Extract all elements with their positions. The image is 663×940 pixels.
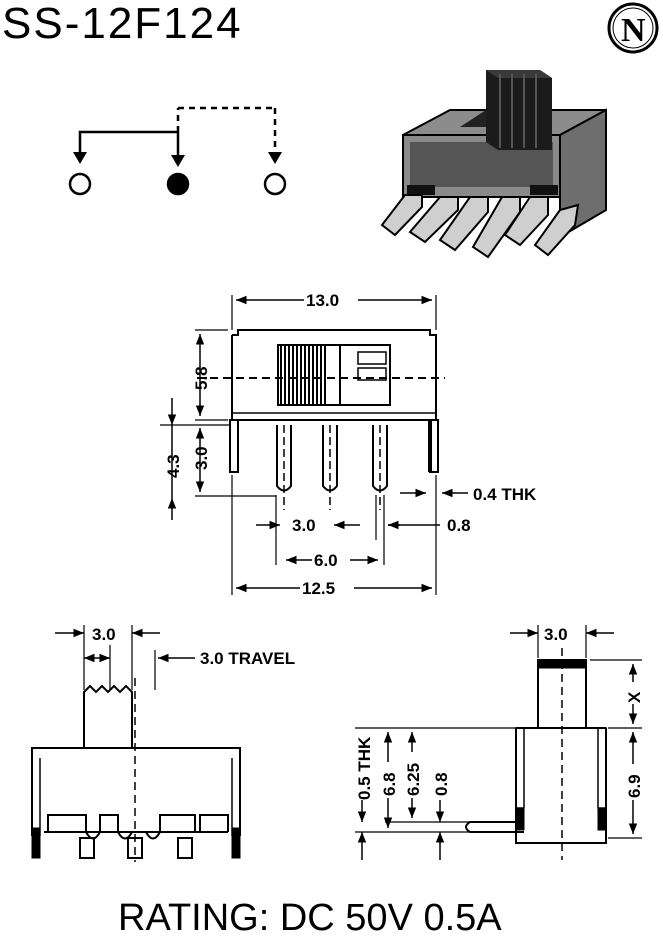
- side-dim-6-25: 6.25: [404, 763, 423, 796]
- side-dim-6-8: 6.8: [380, 772, 399, 796]
- rating-text: RATING: DC 50V 0.5A: [118, 897, 502, 939]
- dim-thickness: 0.4 THK: [473, 485, 537, 504]
- dim-overall-12-5: 12.5: [302, 579, 335, 598]
- side-dim-knob-3-0: 3.0: [544, 625, 568, 644]
- brand-logo: N: [607, 2, 659, 54]
- logo-letter: N: [621, 12, 646, 49]
- side-dim-x: X: [625, 691, 644, 703]
- front-view-labels: 13.0 5.8 3.0 4.3 0.4 THK 3.0 0.8 6.0 12.…: [164, 290, 537, 598]
- top-view-drawing: [31, 625, 241, 862]
- dim-width-13: 13.0: [306, 291, 339, 310]
- dim-knob-3-0: 3.0: [92, 625, 116, 644]
- dim-travel: 3.0 TRAVEL: [200, 649, 295, 668]
- dim-height-5-8: 5.8: [192, 366, 211, 390]
- side-dim-6-9: 6.9: [625, 774, 644, 798]
- side-view-labels: 3.0 X 6.9 0.5 THK 6.8 6.25 0.8: [355, 624, 644, 800]
- side-dim-0-8: 0.8: [432, 772, 451, 796]
- top-view-labels: 3.0 3.0 TRAVEL: [90, 624, 295, 668]
- dim-pitch-3-0: 3.0: [292, 516, 316, 535]
- side-view-drawing: [355, 625, 642, 860]
- side-dim-0-5-thk: 0.5 THK: [355, 736, 374, 800]
- dim-span-6-0: 6.0: [314, 551, 338, 570]
- part-title: SS-12F124: [2, 0, 243, 48]
- dim-total-4-3: 4.3: [164, 454, 183, 478]
- schematic-diagram: [68, 106, 287, 196]
- product-illustration: [380, 70, 607, 259]
- dim-pin-width-0-8: 0.8: [447, 516, 471, 535]
- dim-pin-3-0: 3.0: [192, 446, 211, 470]
